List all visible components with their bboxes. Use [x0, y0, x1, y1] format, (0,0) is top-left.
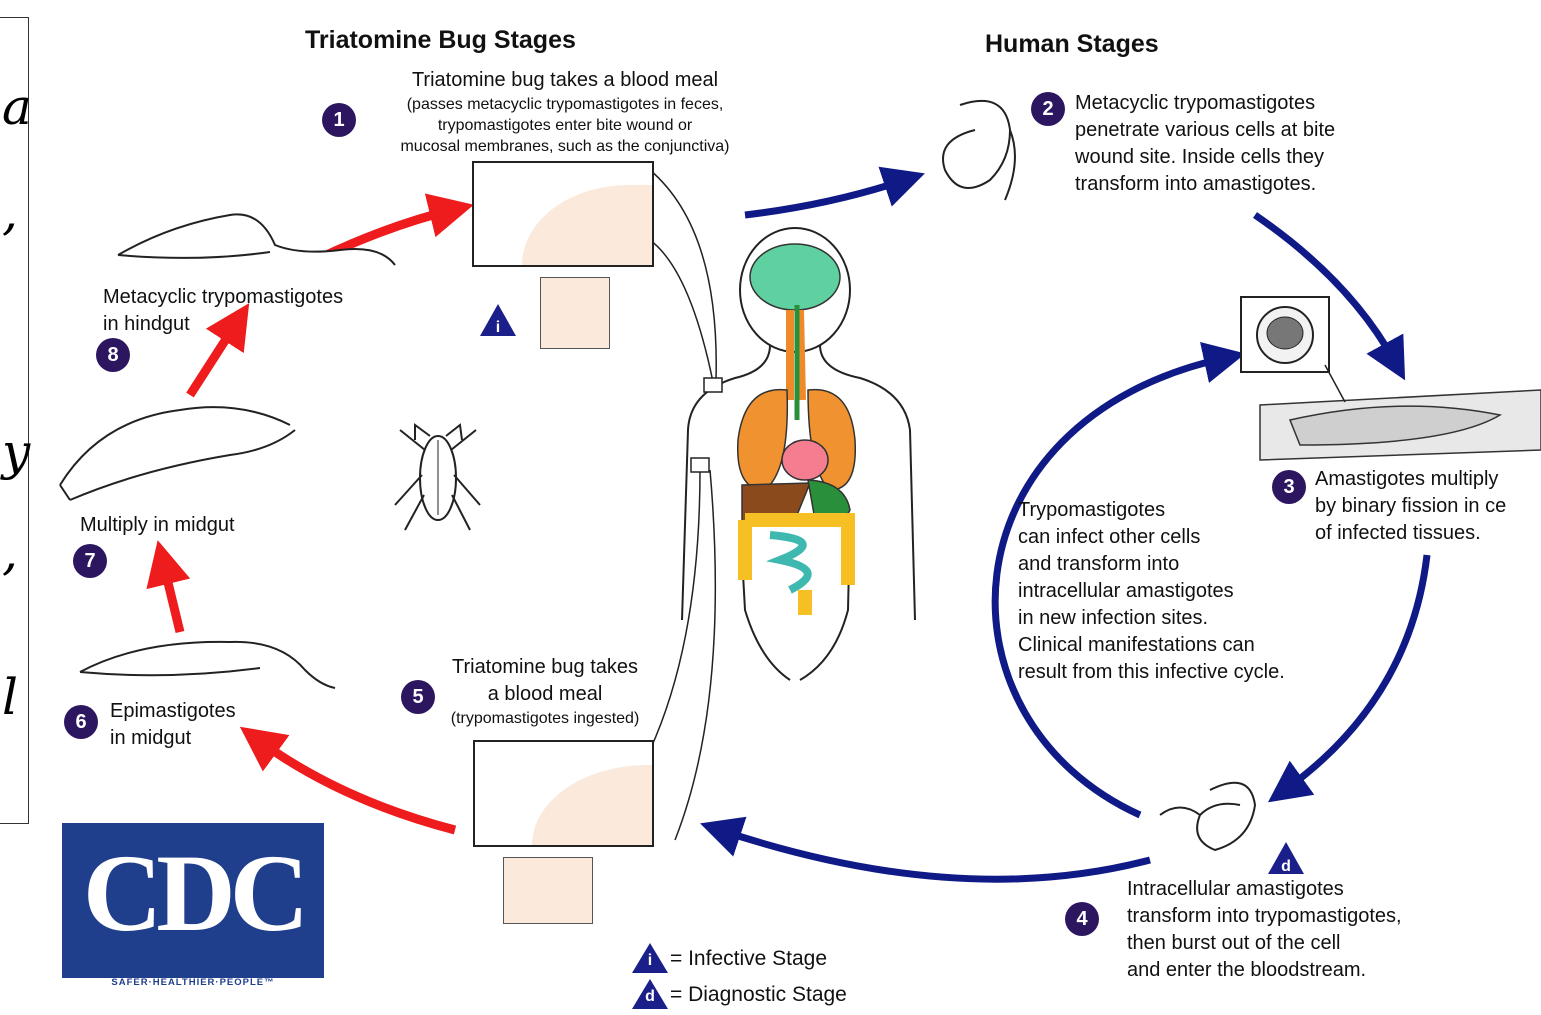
arrow-3-to-4	[1285, 555, 1427, 790]
trypomastigote-inset-1	[540, 277, 610, 349]
heart-organ	[782, 440, 828, 480]
stage-4-line-4: and enter the bloodstream.	[1127, 957, 1402, 984]
amastigote-tissue	[1260, 390, 1541, 460]
cycle-note-line-5: in new infection sites.	[1018, 605, 1285, 632]
legend-infective: i = Infective Stage	[630, 940, 847, 976]
arrow-1-to-2	[745, 180, 905, 215]
cycle-note: Trypomastigotes can infect other cells a…	[1018, 497, 1285, 686]
triatomine-bug-drawing	[395, 425, 480, 530]
stage-8-line-1: Metacyclic trypomastigotes	[103, 284, 343, 311]
small-intestine-organ	[770, 535, 808, 590]
svg-text:d: d	[1281, 858, 1291, 875]
legend-infective-letter: i	[630, 952, 670, 970]
stage-5-line-2: a blood meal	[420, 681, 670, 708]
stage-3-line-1: Amastigotes multiply	[1315, 466, 1506, 493]
trypomastigote-inset-5	[503, 857, 593, 924]
legend-infective-label: = Infective Stage	[670, 945, 827, 972]
cycle-note-line-4: intracellular amastigotes	[1018, 578, 1285, 605]
legend-diagnostic: d = Diagnostic Stage	[630, 976, 847, 1012]
bite-box-5	[473, 740, 654, 847]
stage-2-badge: 2	[1031, 92, 1065, 126]
diagnostic-stage-icon-4: d	[1266, 840, 1306, 876]
cdc-logo: CDC	[62, 823, 324, 978]
stage-2-text: Metacyclic trypomastigotes penetrate var…	[1075, 90, 1335, 198]
arrow-6-to-7	[163, 562, 180, 632]
amastigote-cell-inner	[1267, 317, 1303, 349]
stage-6-badge: 6	[64, 705, 98, 739]
stage-4-line-3: then burst out of the cell	[1127, 930, 1402, 957]
cycle-note-line-1: Trypomastigotes	[1018, 497, 1285, 524]
skin-patch-5	[532, 765, 652, 845]
stage-4-text: Intracellular amastigotes transform into…	[1127, 876, 1402, 984]
stage-1-detail-3: mucosal membranes, such as the conjuncti…	[345, 136, 785, 157]
legend-diagnostic-label: = Diagnostic Stage	[670, 981, 847, 1008]
stage-1-detail-1: (passes metacyclic trypomastigotes in fe…	[345, 94, 785, 115]
lung-left-organ	[738, 390, 788, 490]
legend-diagnostic-icon: d	[630, 977, 670, 1011]
stage-3-text: Amastigotes multiply by binary fission i…	[1315, 466, 1506, 547]
cdc-wordmark: CDC	[62, 833, 324, 953]
stage-1-text: Triatomine bug takes a blood meal (passe…	[345, 67, 785, 157]
trypomastigote-stage-4	[1160, 783, 1255, 850]
leader-line-1	[650, 170, 716, 380]
stage-5-detail: (trypomastigotes ingested)	[420, 708, 670, 729]
cycle-note-line-6: Clinical manifestations can	[1018, 632, 1285, 659]
stage-1-title: Triatomine bug takes a blood meal	[345, 67, 785, 94]
stage-8-badge: 8	[96, 338, 130, 372]
stage-2-line-3: wound site. Inside cells they	[1075, 144, 1335, 171]
skin-patch-1	[522, 185, 652, 265]
stage-8-text: Metacyclic trypomastigotes in hindgut	[103, 284, 343, 338]
stage-2-line-1: Metacyclic trypomastigotes	[1075, 90, 1335, 117]
legend-infective-icon: i	[630, 941, 670, 975]
stage-6-line-2: in midgut	[110, 725, 236, 752]
stage-2-line-2: penetrate various cells at bite	[1075, 117, 1335, 144]
stage-2-line-4: transform into amastigotes.	[1075, 171, 1335, 198]
stage-3-line-3: of infected tissues.	[1315, 520, 1506, 547]
stage-4-line-2: transform into trypomastigotes,	[1127, 903, 1402, 930]
stage-4-badge: 4	[1065, 902, 1099, 936]
cell-leader	[1325, 365, 1345, 402]
stage-1-detail-2: trypomastigotes enter bite wound or	[345, 115, 785, 136]
stage-5-line-1: Triatomine bug takes	[420, 654, 670, 681]
stage-4-line-1: Intracellular amastigotes	[1127, 876, 1402, 903]
cycle-note-line-7: result from this infective cycle.	[1018, 659, 1285, 686]
cycle-note-line-3: and transform into	[1018, 551, 1285, 578]
trypomastigote-stage-2	[943, 101, 1015, 200]
stage-7-text: Multiply in midgut	[80, 512, 235, 539]
stage-5-text: Triatomine bug takes a blood meal (trypo…	[420, 654, 670, 729]
arrow-4-to-5	[720, 830, 1150, 879]
infective-stage-icon-1: i	[478, 302, 518, 338]
stage-6-text: Epimastigotes in midgut	[110, 698, 236, 752]
cdc-tagline: SAFER·HEALTHIER·PEOPLE™	[62, 977, 324, 988]
stage-8-line-2: in hindgut	[103, 311, 343, 338]
stage-3-line-2: by binary fission in ce	[1315, 493, 1506, 520]
legend-diagnostic-letter: d	[630, 988, 670, 1006]
arrow-5-to-6	[258, 740, 455, 830]
bite-box-1	[472, 161, 654, 267]
svg-text:i: i	[496, 319, 500, 336]
epimastigote-6	[80, 642, 335, 688]
cycle-note-line-2: can infect other cells	[1018, 524, 1285, 551]
body-marker-1	[704, 378, 722, 392]
legend: i = Infective Stage d = Diagnostic Stage	[630, 940, 847, 1012]
brain-organ	[750, 244, 840, 310]
stage-6-line-1: Epimastigotes	[110, 698, 236, 725]
human-stages-header: Human Stages	[985, 30, 1159, 59]
body-marker-5	[691, 458, 709, 472]
bug-stages-header: Triatomine Bug Stages	[305, 26, 576, 55]
dividing-epimastigotes-7	[60, 407, 295, 500]
stage-7-badge: 7	[73, 544, 107, 578]
